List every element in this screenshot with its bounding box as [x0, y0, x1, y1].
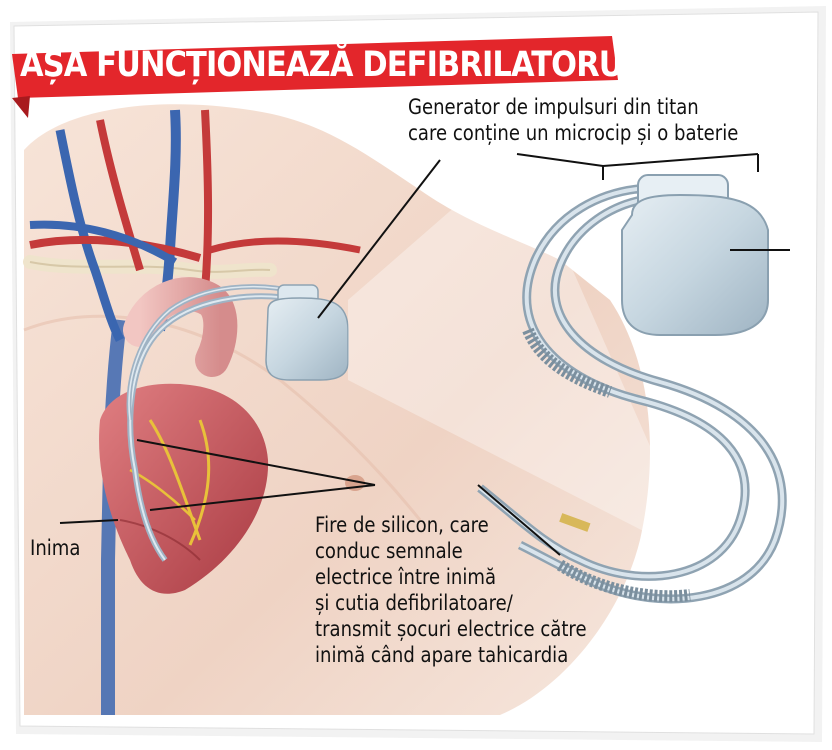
wires-label-line-1: Fire de silicon, care [315, 513, 489, 537]
wires-label-line-3: electrice între inimă [315, 565, 497, 589]
heart [99, 277, 269, 594]
enlarged-leads [477, 183, 787, 604]
title-banner-shape [12, 36, 618, 118]
heart-label: Inima [30, 536, 81, 560]
body-leads [126, 284, 301, 562]
small-device [265, 284, 349, 381]
generator-label-line-1: Generator de impulsuri din titan [408, 95, 699, 119]
title-text: AȘA FUNCȚIONEAZĂ DEFIBRILATORUL [20, 45, 642, 85]
callout-lines [59, 153, 790, 556]
enlarged-device [621, 174, 769, 336]
wires-label-line-4: și cutia defibrilatoare/ [315, 591, 513, 615]
wires-label-line-6: inimă când apare tahicardia [315, 643, 569, 667]
wires-label: Fire de silicon, care conduc semnale ele… [315, 512, 587, 668]
wires-label-line-5: transmit șocuri electrice către [315, 617, 587, 641]
generator-label: Generator de impulsuri din titan care co… [408, 94, 738, 146]
zoom-cone [348, 150, 700, 560]
wires-label-line-2: conduc semnale [315, 539, 463, 563]
generator-label-line-2: care conține un microcip și o baterie [408, 121, 739, 145]
